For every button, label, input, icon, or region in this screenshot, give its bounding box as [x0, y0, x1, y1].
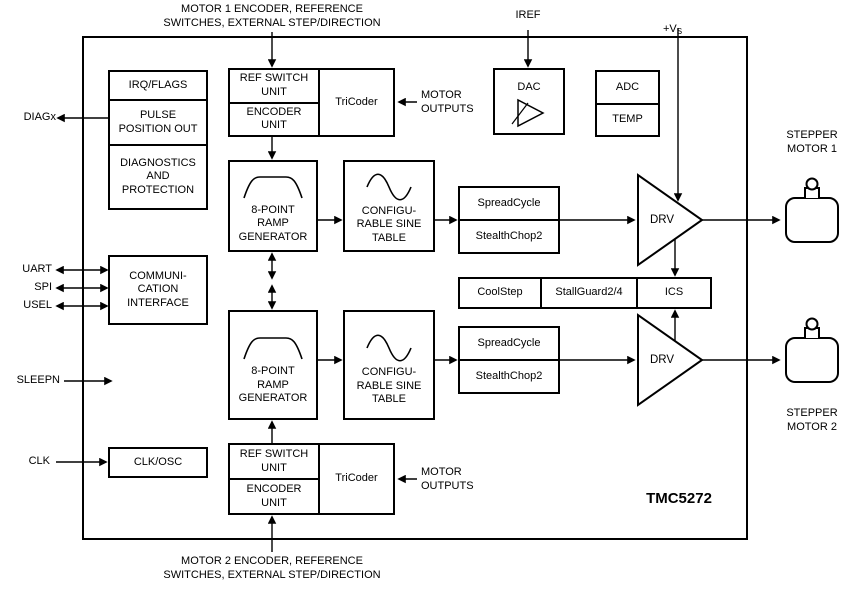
clk-osc-block: CLK/OSC — [108, 447, 208, 478]
load-measurement-group: CoolStep StallGuard2/4 ICS — [458, 277, 712, 309]
ramp-profile-icon — [243, 337, 303, 360]
stepper-motor-1-label: STEPPER MOTOR 1 — [786, 129, 838, 156]
stepper-motor-2-label: STEPPER MOTOR 2 — [786, 407, 838, 434]
encoder-group-2: REF SWITCH UNIT ENCODER UNIT TriCoder — [228, 443, 395, 515]
spreadcycle-2-block: SpreadCycle — [460, 328, 558, 361]
ramp-generator-2-text: 8-POINT RAMP GENERATOR — [238, 365, 308, 405]
stealthchop-2-block: StealthChop2 — [460, 361, 558, 392]
sine-wave-icon — [366, 334, 412, 362]
adc-temp-group: ADC TEMP — [595, 70, 660, 137]
communication-interface-block: COMMUNI- CATION INTERFACE — [108, 255, 208, 325]
diagnostics-protection-block: DIAGNOSTICS AND PROTECTION — [110, 146, 206, 208]
ref-switch-unit-2-block: REF SWITCH UNIT — [230, 445, 318, 480]
irq-flags-block: IRQ/FLAGS — [110, 72, 206, 101]
tricoder-2-block: TriCoder — [320, 445, 393, 513]
drv1-label: DRV — [649, 214, 675, 226]
uart-pin-label: UART — [22, 263, 52, 275]
ramp-generator-2-block: 8-POINT RAMP GENERATOR — [228, 310, 318, 420]
stallguard-block: StallGuard2/4 — [542, 279, 638, 307]
ramp-generator-1-text: 8-POINT RAMP GENERATOR — [238, 203, 308, 243]
chopper-group-2: SpreadCycle StealthChop2 — [458, 326, 560, 394]
sine-table-2-text: CONFIGU- RABLE SINE TABLE — [356, 366, 422, 406]
spi-pin-label: SPI — [34, 281, 52, 293]
spreadcycle-1-block: SpreadCycle — [460, 188, 558, 221]
encoder-unit-1-block: ENCODER UNIT — [230, 103, 318, 135]
vs-text: +V — [663, 23, 677, 36]
pulse-position-out-block: PULSE POSITION OUT — [110, 101, 206, 146]
motor-outputs-2-label: MOTOR OUTPUTS — [421, 466, 474, 493]
sine-table-1-text: CONFIGU- RABLE SINE TABLE — [356, 204, 422, 244]
tricoder-1-block: TriCoder — [320, 70, 393, 135]
chip-name: TMC5272 — [646, 490, 712, 507]
motor-outputs-1-label: MOTOR OUTPUTS — [421, 89, 474, 116]
vs-pin-label: +VS — [663, 8, 703, 37]
sleepn-pin-label: SLEEPN — [16, 374, 60, 386]
motor2-io-label: MOTOR 2 ENCODER, REFERENCE SWITCHES, EXT… — [163, 555, 381, 582]
dac-opamp-icon — [511, 98, 545, 128]
dac-text: DAC — [517, 80, 541, 93]
diagx-pin-label: DIAGx — [23, 111, 56, 123]
ramp-generator-1-block: 8-POINT RAMP GENERATOR — [228, 160, 318, 252]
coolstep-block: CoolStep — [460, 279, 542, 307]
chopper-group-1: SpreadCycle StealthChop2 — [458, 186, 560, 254]
iref-pin-label: IREF — [515, 9, 541, 21]
encoder-group-1: REF SWITCH UNIT ENCODER UNIT TriCoder — [228, 68, 395, 137]
sine-table-1-block: CONFIGU- RABLE SINE TABLE — [343, 160, 435, 252]
stepper-motor-1-icon — [783, 176, 841, 249]
sine-table-2-block: CONFIGU- RABLE SINE TABLE — [343, 310, 435, 420]
temp-block: TEMP — [597, 104, 658, 135]
drv2-label: DRV — [649, 354, 675, 366]
motor1-io-label: MOTOR 1 ENCODER, REFERENCE SWITCHES, EXT… — [163, 3, 381, 30]
stealthchop-1-block: StealthChop2 — [460, 221, 558, 252]
clk-pin-label: CLK — [28, 455, 50, 467]
sine-wave-icon — [366, 173, 412, 201]
ramp-profile-icon — [243, 176, 303, 199]
ref-switch-unit-1-block: REF SWITCH UNIT — [230, 70, 318, 104]
stepper-motor-2-icon — [783, 316, 841, 389]
vs-subscript: S — [676, 27, 683, 37]
status-block-group: IRQ/FLAGS PULSE POSITION OUT DIAGNOSTICS… — [108, 70, 208, 210]
ics-block: ICS — [638, 279, 710, 307]
adc-block: ADC — [597, 72, 658, 105]
usel-pin-label: USEL — [23, 299, 52, 311]
encoder-unit-2-block: ENCODER UNIT — [230, 480, 318, 513]
dac-block: DAC — [493, 68, 565, 135]
